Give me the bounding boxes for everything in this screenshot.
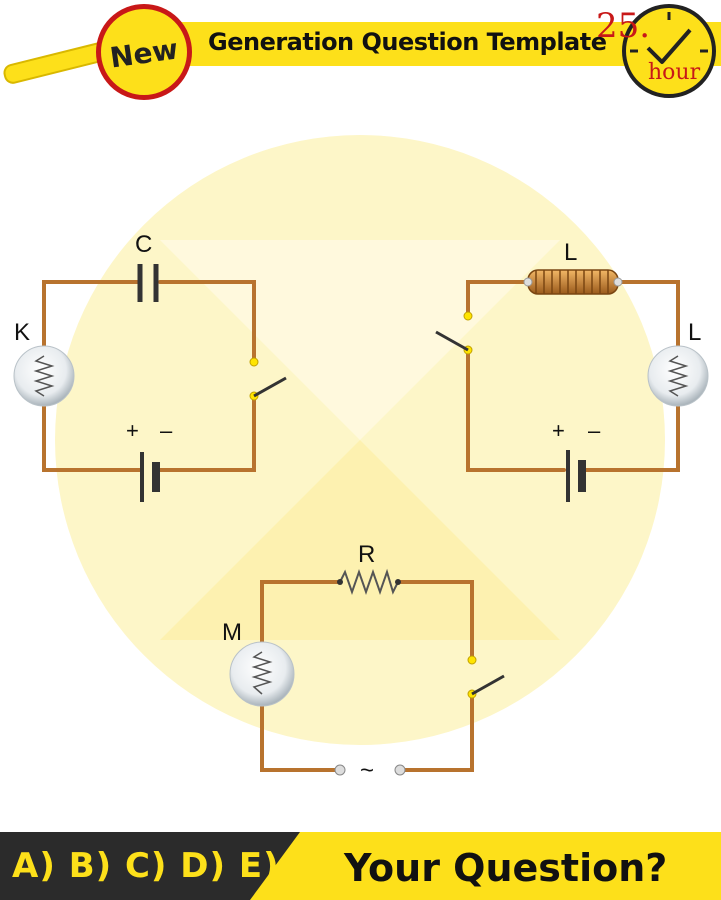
clock-unit: hour <box>648 60 701 85</box>
answer-options: A) B) C) D) E) <box>12 846 280 886</box>
background-disc <box>55 135 665 745</box>
footer-question-panel <box>250 832 721 900</box>
switch-bottom <box>467 655 505 699</box>
checkmark-icon <box>630 12 708 64</box>
capacitor <box>137 264 159 302</box>
clock-number: 25. <box>596 6 651 46</box>
battery-right <box>566 450 586 502</box>
circuit-left: C K + – <box>13 231 287 502</box>
circuit-right: L L + – <box>435 239 709 502</box>
switch-left <box>249 357 287 401</box>
circuits-diagram: C K + – <box>13 135 709 784</box>
circuit-bottom: R M ~ <box>222 541 505 784</box>
battery-left-plus: + <box>126 418 139 443</box>
lamp-l-label: L <box>688 319 701 346</box>
lamp-k-label: K <box>14 319 30 346</box>
lamp-l <box>647 345 709 407</box>
new-badge: New <box>96 4 192 100</box>
switch-right <box>435 311 473 355</box>
inductor-label: L <box>564 239 577 266</box>
page-title: Generation Question Template <box>208 28 607 56</box>
battery-left-minus: – <box>160 418 173 443</box>
lamp-k <box>13 345 75 407</box>
inductor <box>523 269 623 295</box>
ac-source <box>334 764 406 776</box>
battery-right-minus: – <box>588 418 601 443</box>
question-prompt: Your Question? <box>344 846 668 890</box>
battery-left <box>140 452 160 502</box>
lamp-m <box>229 641 295 707</box>
resistor <box>337 568 401 596</box>
resistor-label: R <box>358 541 375 568</box>
ac-source-symbol: ~ <box>360 757 374 784</box>
capacitor-label: C <box>135 231 152 258</box>
new-badge-label: New <box>107 32 181 75</box>
battery-right-plus: + <box>552 418 565 443</box>
lamp-m-label: M <box>222 619 242 646</box>
clock-icon <box>622 4 716 98</box>
